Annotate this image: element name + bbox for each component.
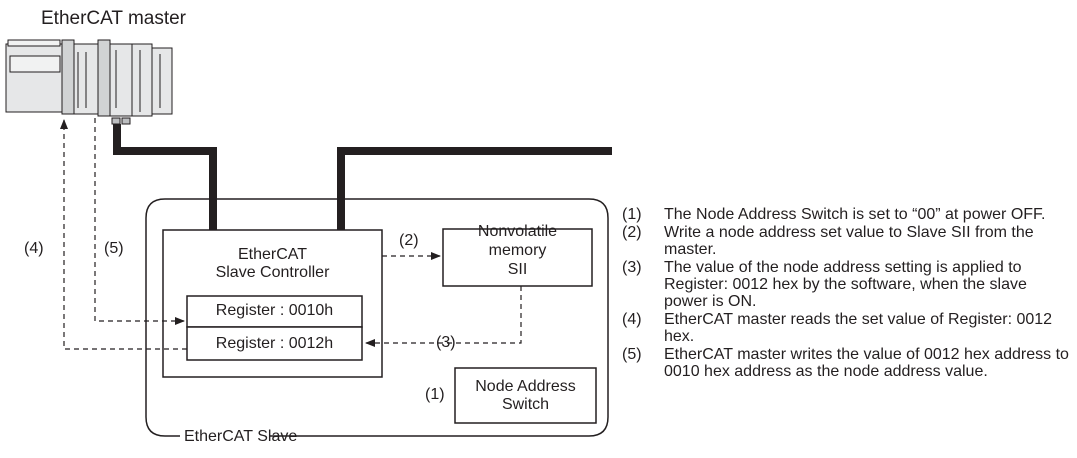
note-item: (1) The Node Address Switch is set to “00… <box>622 206 1072 223</box>
ethercat-cable-in <box>113 124 217 232</box>
note-item: (4) EtherCAT master reads the set value o… <box>622 311 1072 345</box>
ethercat-slave-label: EtherCAT Slave <box>180 428 297 446</box>
plc-device-illustration <box>5 39 173 125</box>
ethercat-cable-out <box>337 147 612 232</box>
register-0012h-label: Register : 0012h <box>215 335 334 352</box>
marker-1: (1) <box>425 386 445 403</box>
note-number: (5) <box>622 346 642 363</box>
marker-5: (5) <box>104 240 124 257</box>
master-title: EtherCAT master <box>41 8 187 29</box>
marker-2: (2) <box>399 232 419 249</box>
flow-5-arrow <box>94 118 185 325</box>
note-number: (4) <box>622 311 642 328</box>
sii-memory-label: Nonvolatile memory SII <box>477 223 558 278</box>
note-text: EtherCAT master reads the set value of R… <box>664 311 1053 345</box>
register-0010h-label: Register : 0010h <box>215 302 334 319</box>
note-number: (1) <box>622 206 642 223</box>
register-0012h-box <box>186 326 363 361</box>
notes-list: (1) The Node Address Switch is set to “00… <box>622 206 1072 381</box>
note-item: (5) EtherCAT master writes the value of 0… <box>622 346 1072 380</box>
node-address-switch-label: Node Address Switch <box>475 378 576 413</box>
register-0010h-box <box>186 295 363 328</box>
flow-3-arrow <box>365 286 522 347</box>
ethercat-slave-frame <box>145 198 609 437</box>
marker-4: (4) <box>24 240 44 257</box>
note-item: (2) Write a node address set value to Sla… <box>622 224 1072 258</box>
marker-3: (3) <box>436 334 456 351</box>
note-number: (2) <box>622 224 642 241</box>
note-text: The Node Address Switch is set to “00” a… <box>664 206 1046 223</box>
flow-4-arrow <box>60 119 187 350</box>
slave-controller-label: EtherCAT Slave Controller <box>215 246 330 281</box>
note-item: (3) The value of the node address setting… <box>622 259 1072 310</box>
note-text: The value of the node address setting is… <box>664 259 1027 310</box>
note-number: (3) <box>622 259 642 276</box>
sii-memory-box <box>442 228 593 287</box>
node-address-switch-box <box>454 367 597 424</box>
note-text: EtherCAT master writes the value of 0012… <box>664 346 1069 380</box>
note-text: Write a node address set value to Slave … <box>664 224 1034 258</box>
